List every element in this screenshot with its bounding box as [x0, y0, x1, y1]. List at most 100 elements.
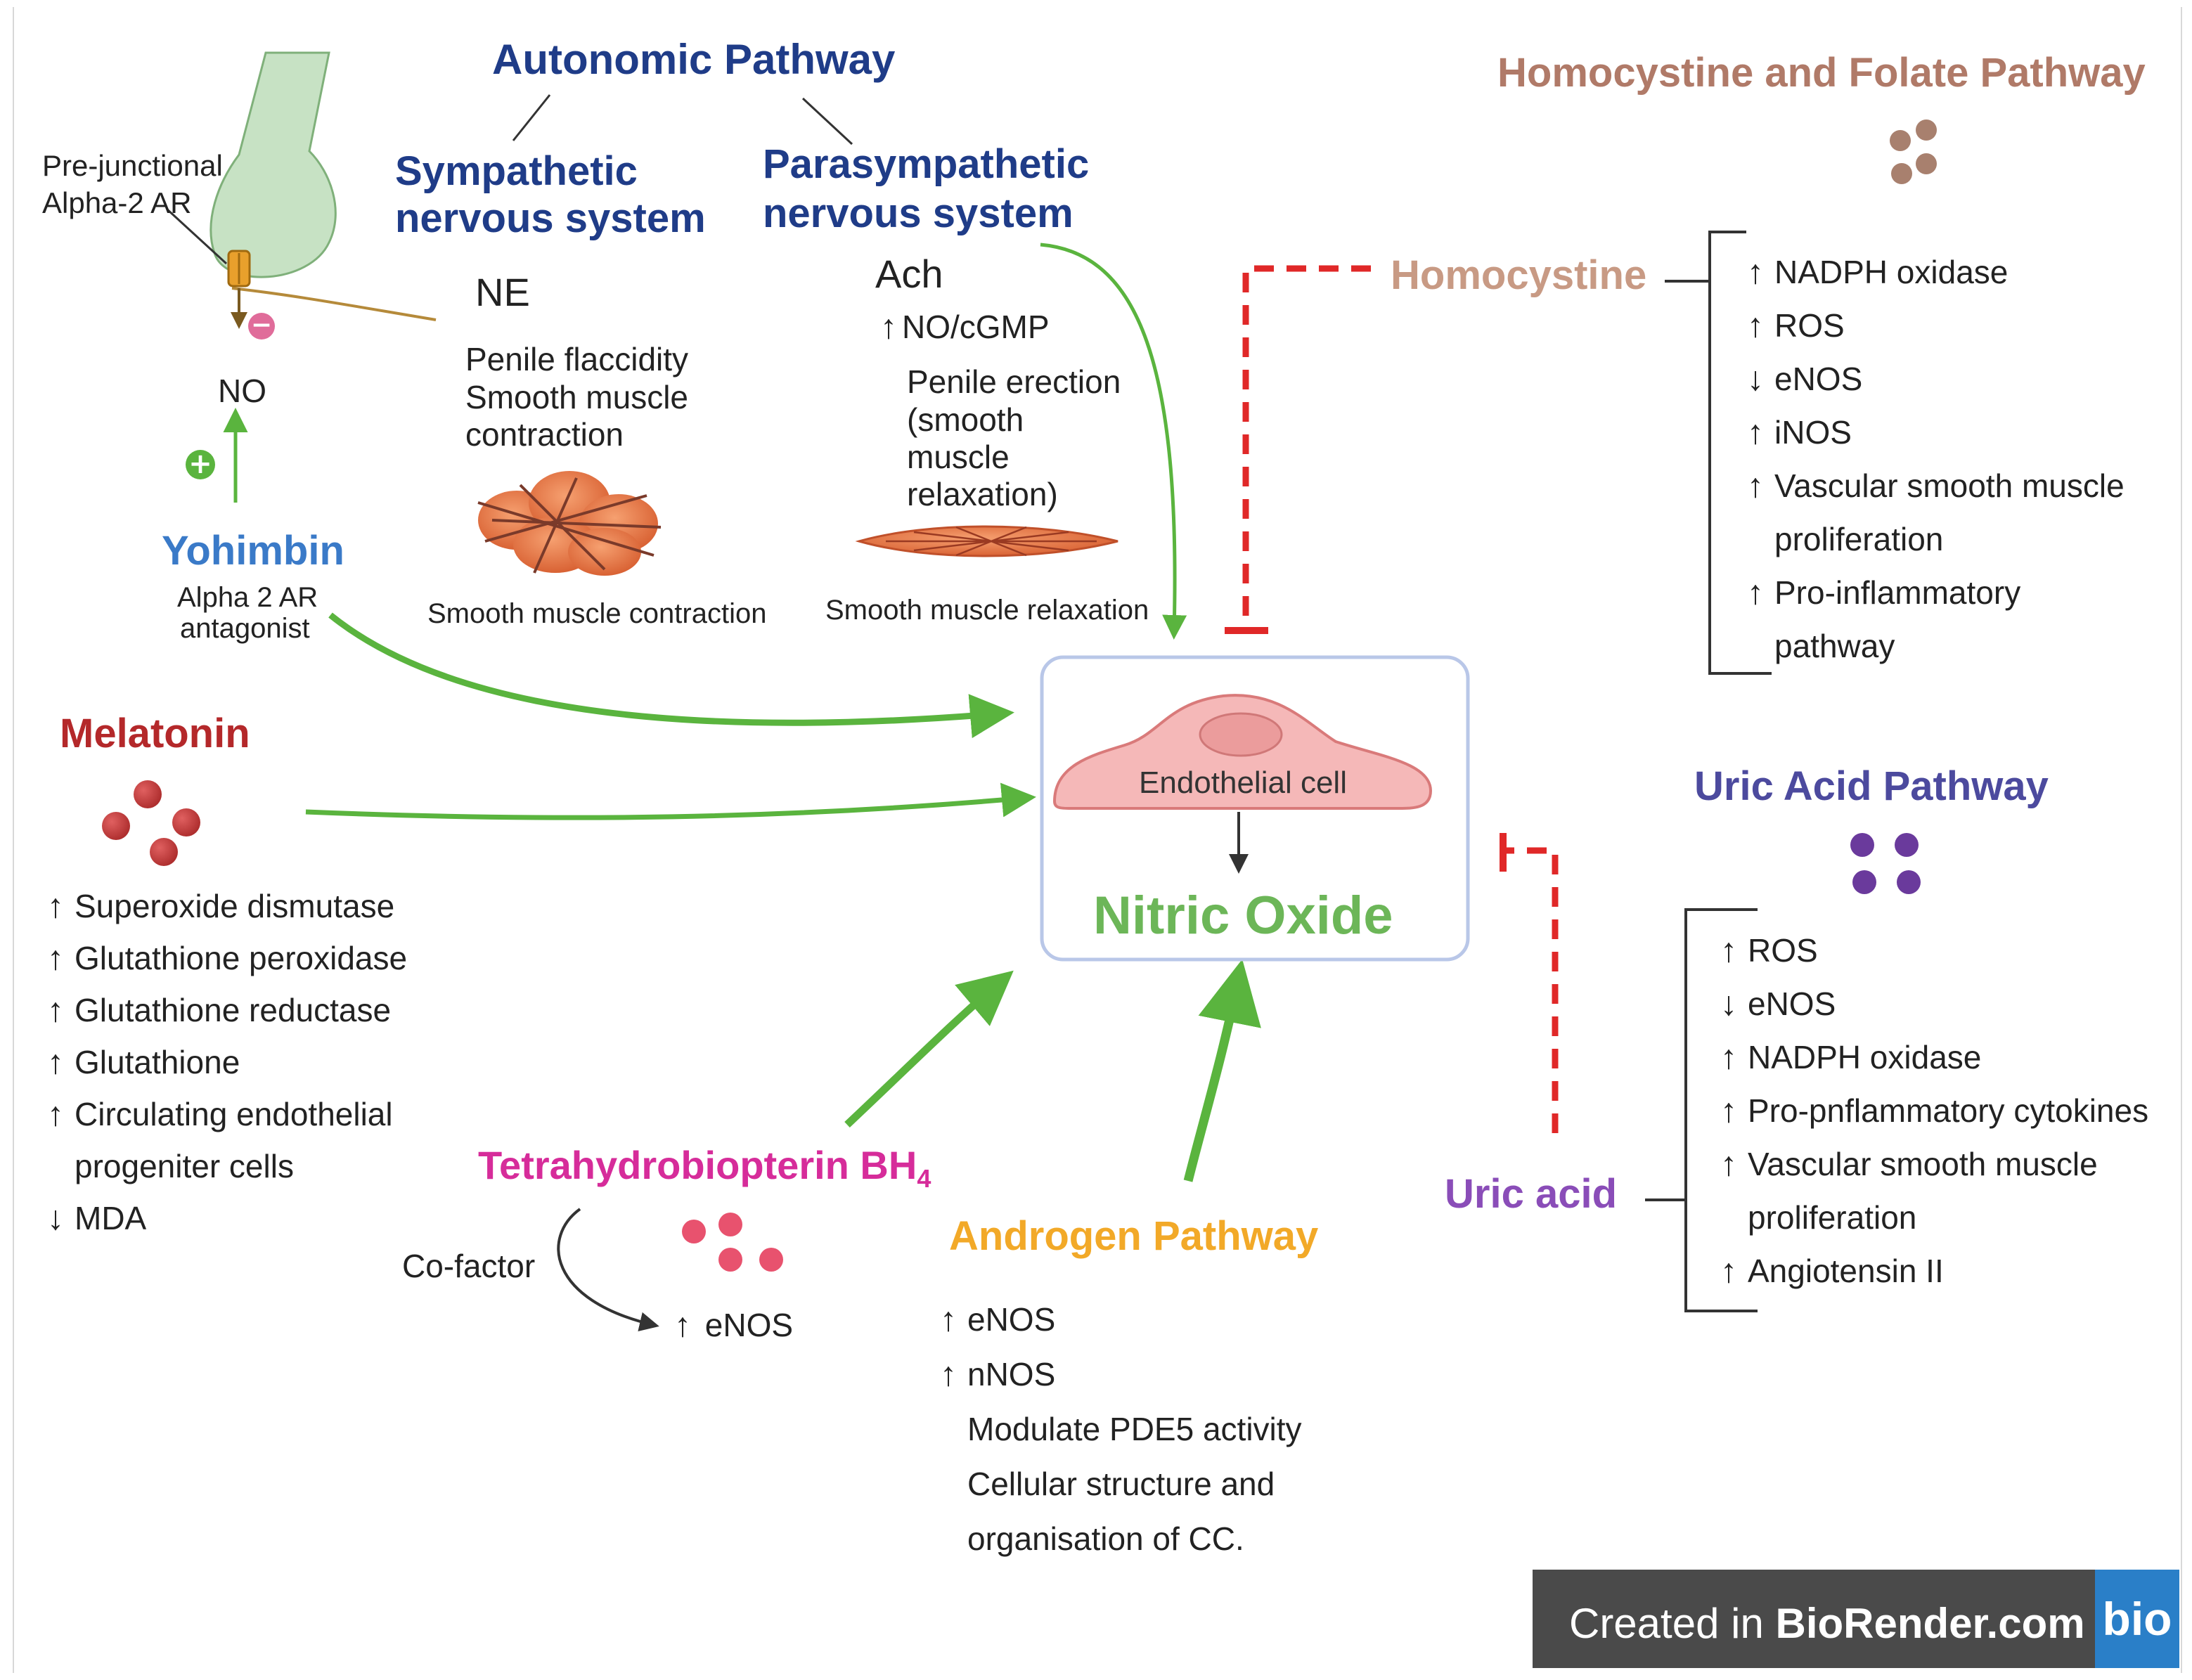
- sympathetic-label-line2: nervous system: [395, 195, 706, 241]
- down-arrow-icon: ↓: [47, 1200, 64, 1237]
- melatonin-effect-text: Superoxide dismutase: [75, 888, 395, 924]
- up-arrow-icon: ↑: [47, 888, 64, 925]
- up-arrow-icon: ↑: [1747, 414, 1764, 451]
- diagram-frame: [13, 7, 2182, 1673]
- melatonin-effect-line: ↑ Glutathione: [42, 1043, 407, 1095]
- homocystine-effect-line: ↑Vascular smooth muscle: [1742, 467, 2125, 520]
- androgen-effect-text: organisation of CC.: [967, 1520, 1244, 1557]
- melatonin-effect-line: ↑ Superoxide dismutase: [42, 887, 407, 939]
- melatonin-effect-text: Circulating endothelial: [75, 1096, 393, 1132]
- up-arrow-icon: ↑: [940, 1356, 957, 1393]
- uric-effect-line: ↑ Pro-pnflammatory cytokines: [1715, 1092, 2148, 1145]
- up-arrow-icon: ↑: [1747, 574, 1764, 612]
- homocystine-effect-line: pathway: [1742, 627, 2125, 680]
- plus-sign-icon: +: [186, 450, 215, 479]
- no-cgmp-label: NO/cGMP: [902, 309, 1050, 345]
- uric-effect-text: Pro-pnflammatory cytokines: [1748, 1092, 2149, 1129]
- erection-line3: muscle: [907, 439, 1010, 475]
- bio-logo-icon: bio: [2095, 1570, 2179, 1668]
- homocystine-inhibit-line: [1225, 265, 1371, 634]
- uric-effect-line: ↑NADPH oxidase: [1715, 1038, 2148, 1092]
- branch-line-left: [512, 94, 551, 141]
- androgen-effect-line: ↑ eNOS: [935, 1300, 1302, 1355]
- uric-effect-text: Angiotensin II: [1748, 1253, 1944, 1289]
- relaxation-caption: Smooth muscle relaxation: [825, 595, 1149, 626]
- ne-label: NE: [475, 270, 530, 314]
- yohimbin-title: Yohimbin: [162, 528, 344, 574]
- homocystine-label: Homocystine: [1391, 252, 1647, 298]
- androgen-effect-line: Cellular structure and: [935, 1465, 1302, 1520]
- uric-effect-line: proliferation: [1715, 1198, 2148, 1252]
- biorender-badge[interactable]: Created in BioRender.com bio: [1533, 1570, 2179, 1668]
- melatonin-effect-text: Glutathione reductase: [75, 992, 392, 1028]
- bh4-enos-label: eNOS: [704, 1307, 794, 1343]
- up-arrow-icon: ↑: [1720, 1253, 1737, 1290]
- uric-effect-text: NADPH oxidase: [1748, 1039, 1982, 1075]
- up-arrow-icon: ↑: [47, 1096, 64, 1133]
- androgen-effect-text: Modulate PDE5 activity: [967, 1411, 1302, 1447]
- up-arrow-icon: ↑: [47, 940, 64, 977]
- uric-effects-list: ↑ROS↓eNOS↑NADPH oxidase↑Pro-pnflammatory…: [1715, 931, 2148, 1305]
- melatonin-effects-list: ↑ Superoxide dismutase ↑ Glutathione peroxi…: [42, 887, 407, 1251]
- branch-line-right: [801, 97, 853, 146]
- androgen-effect-line: ↑nNOS: [935, 1355, 1302, 1410]
- yohimbin-desc-line2: antagonist: [180, 613, 310, 644]
- cofactor-label: Co-factor: [402, 1248, 536, 1284]
- melatonin-effect-line: ↑ Circulating endothelial: [42, 1095, 407, 1147]
- melatonin-effect-line: ↑ Glutathione peroxidase: [42, 939, 407, 991]
- homocystine-effect-text: proliferation: [1774, 521, 1944, 557]
- badge-text: Created in BioRender.com: [1569, 1600, 2085, 1647]
- uric-effect-line: ↓ eNOS: [1715, 985, 2148, 1038]
- homocystine-pathway-title: Homocystine and Folate Pathway: [1497, 50, 2146, 96]
- no-cgmp-row: ↑NO/cGMP: [875, 311, 1050, 344]
- no-label: NO: [218, 373, 266, 409]
- up-arrow-icon: ↑: [940, 1301, 957, 1338]
- androgen-effect-text: eNOS: [967, 1301, 1056, 1338]
- uric-acid-label: Uric acid: [1445, 1171, 1617, 1217]
- uric-effect-text: Vascular smooth muscle: [1748, 1146, 2098, 1182]
- homocystine-effect-text: iNOS: [1774, 414, 1852, 451]
- uric-effect-text: ROS: [1748, 932, 1818, 969]
- parasympathetic-arrow: [1040, 243, 1187, 640]
- flaccidity-line1: Penile flaccidity: [465, 341, 689, 377]
- up-arrow-icon: ↑: [1747, 254, 1764, 291]
- uric-effect-text: eNOS: [1748, 986, 1836, 1022]
- prejunctional-label-line2: Alpha-2 AR: [42, 186, 192, 219]
- prejunctional-label-line1: Pre-junctional: [42, 149, 223, 182]
- autonomic-pathway-title: Autonomic Pathway: [492, 36, 896, 83]
- smooth-muscle-contraction-icon: [477, 471, 662, 576]
- up-arrow-icon: ↑: [880, 309, 897, 346]
- melatonin-effect-line: ↓MDA: [42, 1199, 407, 1251]
- uric-effect-line: ↑ Angiotensin II: [1715, 1252, 2148, 1305]
- bh4-enos-row: ↑ eNOS: [669, 1309, 793, 1343]
- melatonin-effect-line: ↑ Glutathione reductase: [42, 991, 407, 1043]
- homocystine-effect-line: ↑NADPH oxidase: [1742, 253, 2125, 306]
- androgen-title: Androgen Pathway: [949, 1213, 1319, 1259]
- uric-bracket: [1645, 908, 1758, 1312]
- uric-effect-line: ↑ ROS: [1715, 931, 2148, 985]
- androgen-arrow: [1183, 959, 1261, 1182]
- uric-effect-text: proliferation: [1748, 1199, 1917, 1236]
- melatonin-effect-text: Glutathione peroxidase: [75, 940, 408, 976]
- up-arrow-icon: ↑: [47, 1044, 64, 1081]
- down-arrow-icon: ↓: [1720, 986, 1737, 1023]
- homocystine-effect-line: ↑ iNOS: [1742, 413, 2125, 467]
- up-arrow-icon: ↑: [47, 992, 64, 1029]
- erection-line2: (smooth: [907, 401, 1024, 438]
- homocystine-bracket: [1665, 231, 1772, 675]
- up-arrow-icon: ↑: [1720, 1092, 1737, 1130]
- homocystine-effect-line: ↑ Pro-inflammatory: [1742, 574, 2125, 627]
- sympathetic-label-line1: Sympathetic: [395, 148, 638, 194]
- homocystine-effects-list: ↑NADPH oxidase↑ROS↓eNOS↑iNOS↑Vascular sm…: [1742, 253, 2125, 680]
- homocystine-effect-text: Pro-inflammatory: [1774, 574, 2021, 611]
- homocystine-effect-text: pathway: [1774, 628, 1895, 664]
- flaccidity-line2: Smooth muscle: [465, 379, 689, 415]
- nitric-oxide-label: Nitric Oxide: [1093, 886, 1393, 945]
- yohimbin-arrow: [328, 612, 1014, 739]
- up-arrow-icon: ↑: [1720, 932, 1737, 969]
- melatonin-effect-text: Glutathione: [75, 1044, 240, 1080]
- uric-pathway-title: Uric Acid Pathway: [1694, 763, 2049, 809]
